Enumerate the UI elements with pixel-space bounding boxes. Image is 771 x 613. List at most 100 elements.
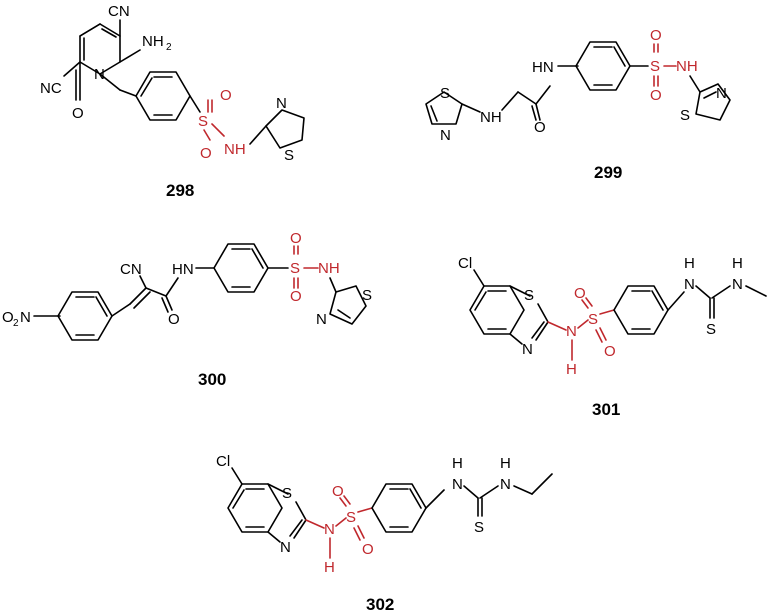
atom-o: O xyxy=(168,311,180,328)
nh-thiazole-bond xyxy=(329,277,337,293)
so-bond-2 xyxy=(357,525,365,539)
benzene-ring xyxy=(575,41,631,91)
atom-nh: NH xyxy=(676,58,698,75)
thz-nh-bond xyxy=(461,103,481,113)
c-nh-bond xyxy=(711,285,731,299)
compound-298: CN NH 2 NC N O S O O NH N S xyxy=(40,3,305,200)
benzothiazole-benzene xyxy=(469,285,525,335)
atom-n: N xyxy=(732,276,743,293)
c-n-bond xyxy=(305,519,325,529)
cn-bond xyxy=(139,275,147,289)
atom-o-sulfonyl: O xyxy=(574,285,586,302)
thiazole-bond xyxy=(267,531,281,543)
atom-hn: HN xyxy=(172,261,194,278)
atom-nc: NC xyxy=(40,80,62,97)
so-bond-2 xyxy=(203,129,211,141)
atom-n: N xyxy=(522,341,533,358)
ethyl-bond xyxy=(531,473,553,495)
vinyl-bond xyxy=(111,303,131,317)
compound-number: 301 xyxy=(592,400,620,419)
benzene-double xyxy=(232,489,245,509)
compound-301: Cl S N N H S O O H N S xyxy=(458,255,767,419)
so-bond xyxy=(585,297,593,307)
atom-n: N xyxy=(324,521,335,538)
nh-c-bond xyxy=(695,285,711,299)
benzene-ring xyxy=(613,285,669,335)
so-double xyxy=(581,299,589,309)
atom-s: S xyxy=(440,85,450,102)
thiazole-ring xyxy=(265,109,305,149)
vinyl-double xyxy=(129,287,147,305)
atom-sulfur: S xyxy=(588,311,598,328)
thiazole-ring xyxy=(695,83,731,121)
benzothiazole-benzene xyxy=(227,483,283,533)
atom-n: N xyxy=(684,276,695,293)
so-double xyxy=(339,497,347,507)
c-n-bond xyxy=(547,321,567,331)
ethyl-bond xyxy=(513,485,533,495)
carbonyl-double xyxy=(161,297,169,313)
atom-subscript: 2 xyxy=(13,318,19,329)
atom-o-sulfonyl: O xyxy=(290,230,302,247)
atom-o-sulfonyl: O xyxy=(650,27,662,44)
vinyl-double xyxy=(133,291,151,309)
atom-n: N xyxy=(276,95,287,112)
n-s-bond xyxy=(577,319,589,329)
atom-s: S xyxy=(284,147,294,164)
thiazole-bond xyxy=(509,285,531,297)
benzene-ring xyxy=(57,291,113,341)
s-aryl-bond xyxy=(357,507,373,513)
nh-c-bond xyxy=(463,485,479,499)
compound-302: Cl S N N H S O O H N S xyxy=(216,453,553,613)
atom-o: O xyxy=(2,309,14,326)
atom-n: N xyxy=(716,85,727,102)
n-s-bond xyxy=(335,517,347,527)
carbonyl-chain-bond xyxy=(145,287,167,297)
thiazole-double xyxy=(531,321,545,339)
benzene-double xyxy=(613,46,626,67)
atom-n: N xyxy=(452,476,463,493)
thiazole-bond xyxy=(537,303,549,323)
benzene-double xyxy=(474,291,487,311)
atom-o-sulfonyl: O xyxy=(604,343,616,360)
benzene-ring xyxy=(371,483,427,533)
benzene-ring xyxy=(135,71,191,121)
atom-nh2: NH xyxy=(142,33,164,50)
thiazole-double xyxy=(703,91,717,99)
thiazole-double xyxy=(430,105,438,122)
atom-h: H xyxy=(684,255,695,272)
thiazole-bond xyxy=(535,321,549,341)
atom-o-sulfonyl: O xyxy=(362,541,374,558)
benzene-ring xyxy=(213,243,269,293)
atom-n: N xyxy=(440,127,451,144)
atom-h: H xyxy=(566,361,577,378)
atom-n: N xyxy=(500,476,511,493)
atom-subscript: 2 xyxy=(166,42,172,53)
s-aryl-bond xyxy=(599,309,615,315)
atom-sulfur: S xyxy=(346,509,356,526)
atom-cl: Cl xyxy=(216,453,230,470)
carbonyl-bond xyxy=(535,103,541,121)
c-nh-bond xyxy=(479,485,499,499)
aryl-s-bond xyxy=(189,95,201,113)
atom-n: N xyxy=(316,311,327,328)
atom-n: N xyxy=(280,539,291,556)
benzene-double xyxy=(140,77,153,97)
atom-s: S xyxy=(362,287,372,304)
atom-sulfur: S xyxy=(650,58,660,75)
atom-s: S xyxy=(680,107,690,124)
cl-bond xyxy=(473,269,485,287)
benzene-double xyxy=(409,488,422,509)
nh2-bond xyxy=(119,49,141,63)
carbonyl-bond xyxy=(165,295,173,311)
compound-300: O 2 N CN O HN S O O NH S xyxy=(2,230,372,389)
thiazole-double xyxy=(289,519,303,537)
atom-sulfur: S xyxy=(198,113,208,130)
thiazole-bond xyxy=(267,483,289,495)
atom-nh: NH xyxy=(224,141,246,158)
ch2-bond xyxy=(501,91,519,111)
compound-299: S N NH O HN S O O NH N S 299 xyxy=(425,27,731,182)
atom-h: H xyxy=(732,255,743,272)
atom-cn: CN xyxy=(120,261,142,278)
n-aryl-bond xyxy=(99,73,121,91)
